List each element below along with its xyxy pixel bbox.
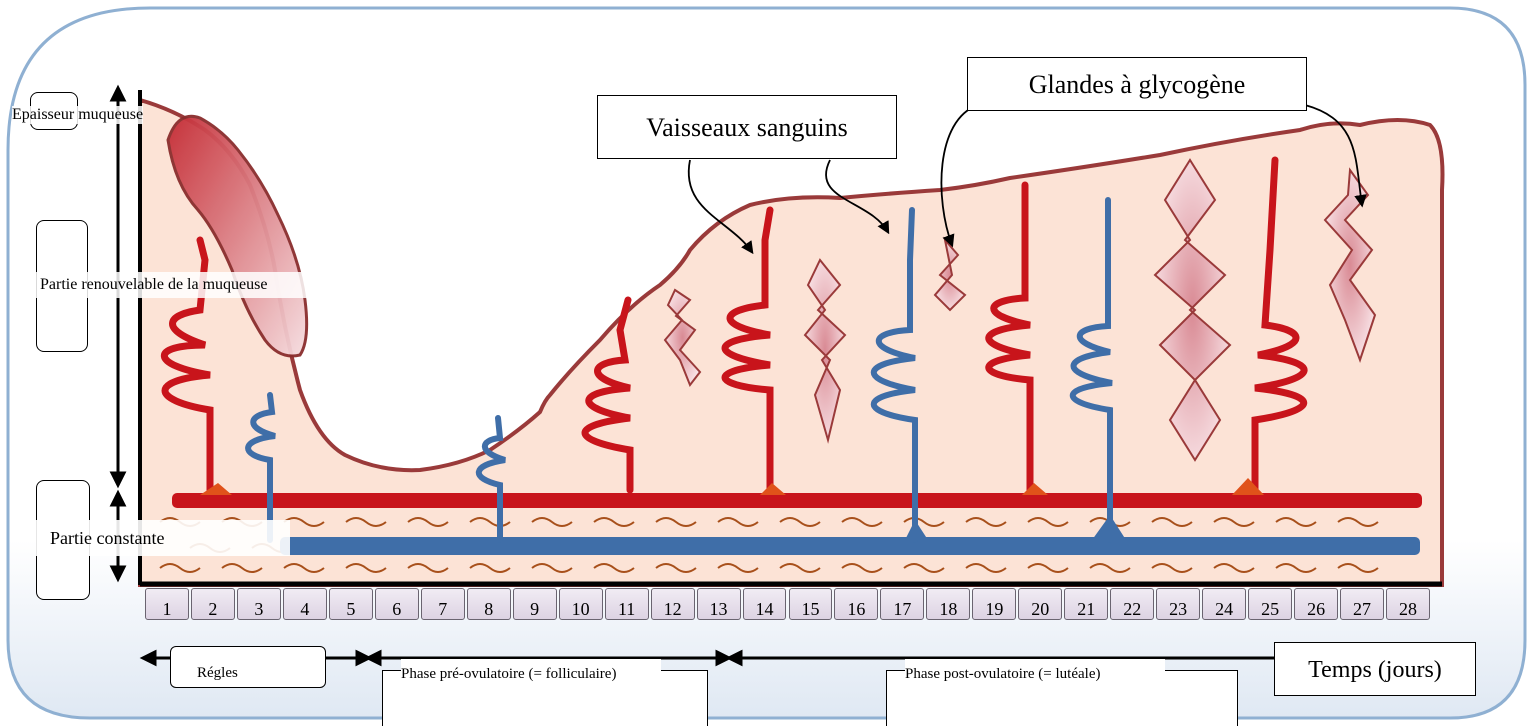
- day-cell: 21: [1064, 588, 1108, 620]
- day-cell: 7: [421, 588, 465, 620]
- renouvelable-label: Partie renouvelable de la muqueuse: [36, 272, 308, 298]
- constante-label: Partie constante: [36, 520, 290, 556]
- temps-box: Temps (jours): [1274, 642, 1476, 696]
- day-cell: 13: [697, 588, 741, 620]
- day-cell: 20: [1018, 588, 1062, 620]
- pre-ovulatoire-box: Phase pré-ovulatoire (= folliculaire): [382, 670, 708, 726]
- day-cell: 4: [283, 588, 327, 620]
- day-cell: 11: [605, 588, 649, 620]
- epaisseur-label: Epaisseur muqueuse: [12, 106, 143, 124]
- pre-ovulatoire-label: Phase pré-ovulatoire (= folliculaire): [401, 659, 661, 689]
- glandes-callout: Glandes à glycogène: [967, 57, 1307, 111]
- day-cell: 28: [1386, 588, 1430, 620]
- day-cell: 14: [743, 588, 787, 620]
- day-cell: 19: [972, 588, 1016, 620]
- day-cell: 3: [237, 588, 281, 620]
- day-cell: 22: [1110, 588, 1154, 620]
- basal-artery: [172, 493, 1422, 508]
- regles-label: Régles: [197, 665, 238, 682]
- regles-box: Régles: [170, 646, 326, 688]
- day-cell: 12: [651, 588, 695, 620]
- day-cell: 26: [1294, 588, 1338, 620]
- vaisseaux-callout: Vaisseaux sanguins: [597, 95, 897, 159]
- day-cell: 17: [880, 588, 924, 620]
- day-cell: 23: [1156, 588, 1200, 620]
- day-cell: 15: [789, 588, 833, 620]
- day-cell: 1: [145, 588, 189, 620]
- post-ovulatoire-label: Phase post-ovulatoire (= lutéale): [905, 659, 1165, 689]
- day-cell: 2: [191, 588, 235, 620]
- day-cell: 9: [513, 588, 557, 620]
- day-cell: 6: [375, 588, 419, 620]
- temps-label: Temps (jours): [1308, 657, 1442, 683]
- post-ovulatoire-box: Phase post-ovulatoire (= lutéale): [886, 670, 1238, 726]
- day-cell: 18: [926, 588, 970, 620]
- basal-vein: [280, 537, 1420, 555]
- day-cell: 16: [834, 588, 878, 620]
- day-cell: 8: [467, 588, 511, 620]
- day-cell: 10: [559, 588, 603, 620]
- glandes-label: Glandes à glycogène: [1029, 70, 1246, 99]
- day-cell: 24: [1202, 588, 1246, 620]
- vaisseaux-label: Vaisseaux sanguins: [646, 113, 847, 142]
- day-cell: 25: [1248, 588, 1292, 620]
- day-cell: 5: [329, 588, 373, 620]
- day-cell: 27: [1340, 588, 1384, 620]
